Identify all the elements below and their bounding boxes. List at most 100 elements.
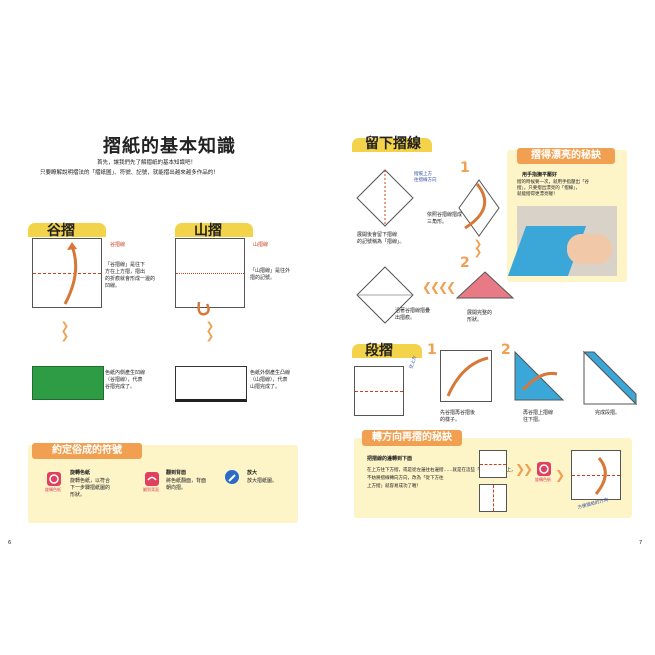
step-1-text-2: 三角形。 <box>427 219 448 225</box>
page-number: 6 <box>8 540 12 546</box>
triangle-text-2: 形狀。 <box>467 317 483 323</box>
stepfold-2-number: 2 <box>501 342 511 358</box>
step-2-text-1: 沿著谷摺線摺疊 <box>395 308 431 314</box>
diamond-fold-diagram <box>356 169 414 227</box>
mountain-heading-tab <box>175 223 253 237</box>
mountain-desc-2: 摺的記號。 <box>250 275 276 281</box>
symbol-zoom-desc-1: 放大摺紙圖。 <box>247 478 278 484</box>
mountain-arrow-icon <box>197 301 210 316</box>
intro-line-1: 首先，讓我們先了解摺紙的基本知識吧！ <box>97 160 197 166</box>
tip-text-1: 摺的時候要一次，就用手指壓出「谷 <box>517 180 589 185</box>
valley-square <box>32 238 102 308</box>
flip-icon-label: 翻到背面 <box>143 487 159 492</box>
left-text-1: 展開後會留下摺線 <box>357 232 398 238</box>
rotate-icon <box>537 462 551 476</box>
symbol-flip-desc-1: 將色紙翻面，背面 <box>166 478 207 484</box>
flip-icon <box>145 472 159 486</box>
chevron-down-icon: ❯ <box>473 239 483 250</box>
valley-desc-4: 凹線。 <box>105 283 121 289</box>
turn-square-1 <box>479 450 507 478</box>
stepfold-heading-tab <box>352 344 422 358</box>
stepfold-cap2-2: 往下摺。 <box>523 417 544 423</box>
rotate-icon-label: 旋轉色紙 <box>45 487 61 492</box>
symbol-rotate-name: 旋轉色紙 <box>70 470 91 476</box>
step-1-text-1: 依照谷摺線摺成 <box>427 212 463 218</box>
pink-triangle-diagram <box>455 271 515 299</box>
rotate-icon <box>47 472 61 486</box>
mountain-square <box>175 238 245 308</box>
tip-text-2: 摺」，只要摺出漂亮的「摺線」， <box>517 186 580 191</box>
mountain-desc-1: 「山摺線」是往外 <box>250 268 291 274</box>
chevron-down-icon: ❯ <box>60 331 70 342</box>
valley-desc-1: 「谷摺線」是往下 <box>105 262 146 268</box>
turn-tip-subtitle: 把摺線的邊轉到下面 <box>367 456 413 462</box>
tip-heading: 摺得漂亮的秘訣 <box>517 148 615 164</box>
arrows-right-icon: ❯ <box>555 468 565 482</box>
step-1-number: 1 <box>460 160 470 176</box>
arrows-left-icon: ❮❮❮❮ <box>422 280 456 294</box>
stepfold-cap2-1: 再谷摺上摺線 <box>523 410 554 416</box>
turn-tip-heading: 轉方向再摺的秘訣 <box>362 430 462 446</box>
step-2-number: 2 <box>460 255 470 271</box>
valley-result-2: （谷摺線），代表 <box>105 377 143 383</box>
mountain-result-3: 山摺完成了。 <box>250 384 281 390</box>
page-number: 7 <box>639 540 643 546</box>
stepfold-cap1-1: 先谷摺再谷摺後 <box>440 410 476 416</box>
valley-desc-2: 方在上方摺，摺出 <box>105 269 146 275</box>
page-title: 摺紙的基本知識 <box>103 136 236 157</box>
mountain-heading: 山摺 <box>194 223 222 239</box>
valley-result-paper <box>32 366 104 400</box>
stepfold-1-number: 1 <box>427 342 437 358</box>
valley-arrow-icon <box>63 242 78 305</box>
chevron-down-icon: ❯ <box>205 321 215 332</box>
mountain-line-tag: 山摺線 <box>253 242 269 248</box>
mountain-result-2: （山摺線），代表 <box>250 377 288 383</box>
left-page: 摺紙的基本知識 首先，讓我們先了解摺紙的基本知識吧！ 只要瞭解說明摺法的「摺紙圖… <box>0 120 327 546</box>
turn-rotate-label: 旋轉色紙 <box>535 477 551 482</box>
left-text-2: 的記號稱為「摺線」。 <box>357 239 405 245</box>
symbol-flip-name: 翻到背面 <box>166 470 187 476</box>
turn-tip-text-1: 在上方往下方摺，或是從左邊往右邊摺……就是在這些「谷摺線」方向上， <box>367 468 516 473</box>
valley-result-1: 色紙內側產生凹線 <box>105 370 146 376</box>
intro-line-2: 只要瞭解說明摺法的「摺紙圖」、符號、記號，就能摺出越來越多作品的！ <box>40 170 219 176</box>
hand-photo <box>507 206 617 276</box>
triangle-text-1: 展開完整的 <box>467 310 493 316</box>
valley-result-3: 谷摺完成了。 <box>105 384 136 390</box>
stepfold-square-start <box>354 366 404 416</box>
symbol-rotate-desc-3: 形狀。 <box>70 492 86 498</box>
symbol-rotate-desc-1: 旋轉色紙，以符合 <box>70 478 111 484</box>
arrows-right-icon: ❯❯ <box>515 462 533 476</box>
stepfold-heading: 段摺 <box>365 343 393 359</box>
note-top-2: 往摺線方向 <box>414 178 437 183</box>
step-1-diagram <box>458 179 500 237</box>
stepfold-cap1-2: 的樣子。 <box>440 417 461 423</box>
symbols-heading: 約定俗成的符號 <box>32 443 142 459</box>
right-page: 留下摺線 摺痕上方 往摺線方向 1 依照谷摺線摺成 三角形。 展開後會留下摺線 … <box>327 120 655 546</box>
turn-tip-text-2: 不妨將摺線轉向方向，改為「從下方往 <box>367 476 444 481</box>
chevron-down-icon: ❯ <box>473 247 483 258</box>
valley-line-tag: 谷摺線 <box>110 242 126 248</box>
mountain-result-paper <box>175 366 247 402</box>
tip-subtitle: 用手指撫平壓好 <box>522 172 558 178</box>
stepfold-blue-triangle <box>514 350 565 401</box>
zoom-icon <box>225 470 239 484</box>
stepfold-final <box>582 350 638 406</box>
turn-tip-text-3: 上方摺」就容易成功了喔！ <box>367 484 421 489</box>
crease-heading-tab <box>352 138 432 152</box>
tip-text-3: 就能摺得更漂亮喔！ <box>517 192 558 197</box>
crease-heading: 留下摺線 <box>365 136 421 152</box>
mountain-result-1: 色紙外側產生凸線 <box>250 370 291 376</box>
valley-desc-3: 的折痕就會形成一邊的 <box>105 276 156 282</box>
symbol-flip-desc-2: 朝向摺。 <box>166 485 187 491</box>
valley-heading-tab <box>28 223 106 237</box>
step-2-text-2: 出摺痕。 <box>395 315 416 321</box>
turn-square-2 <box>479 484 507 512</box>
creased-diamond-diagram <box>356 266 414 324</box>
valley-heading: 谷摺 <box>47 223 75 239</box>
symbol-rotate-desc-2: 下一步驟摺紙圖的 <box>70 485 111 491</box>
chevron-down-icon: ❯ <box>60 321 70 332</box>
chevron-down-icon: ❯ <box>205 331 215 342</box>
symbol-zoom-name: 放大 <box>247 470 258 476</box>
stepfold-cap3: 完成段摺。 <box>595 410 621 416</box>
note-top-1: 摺痕上方 <box>414 172 432 177</box>
